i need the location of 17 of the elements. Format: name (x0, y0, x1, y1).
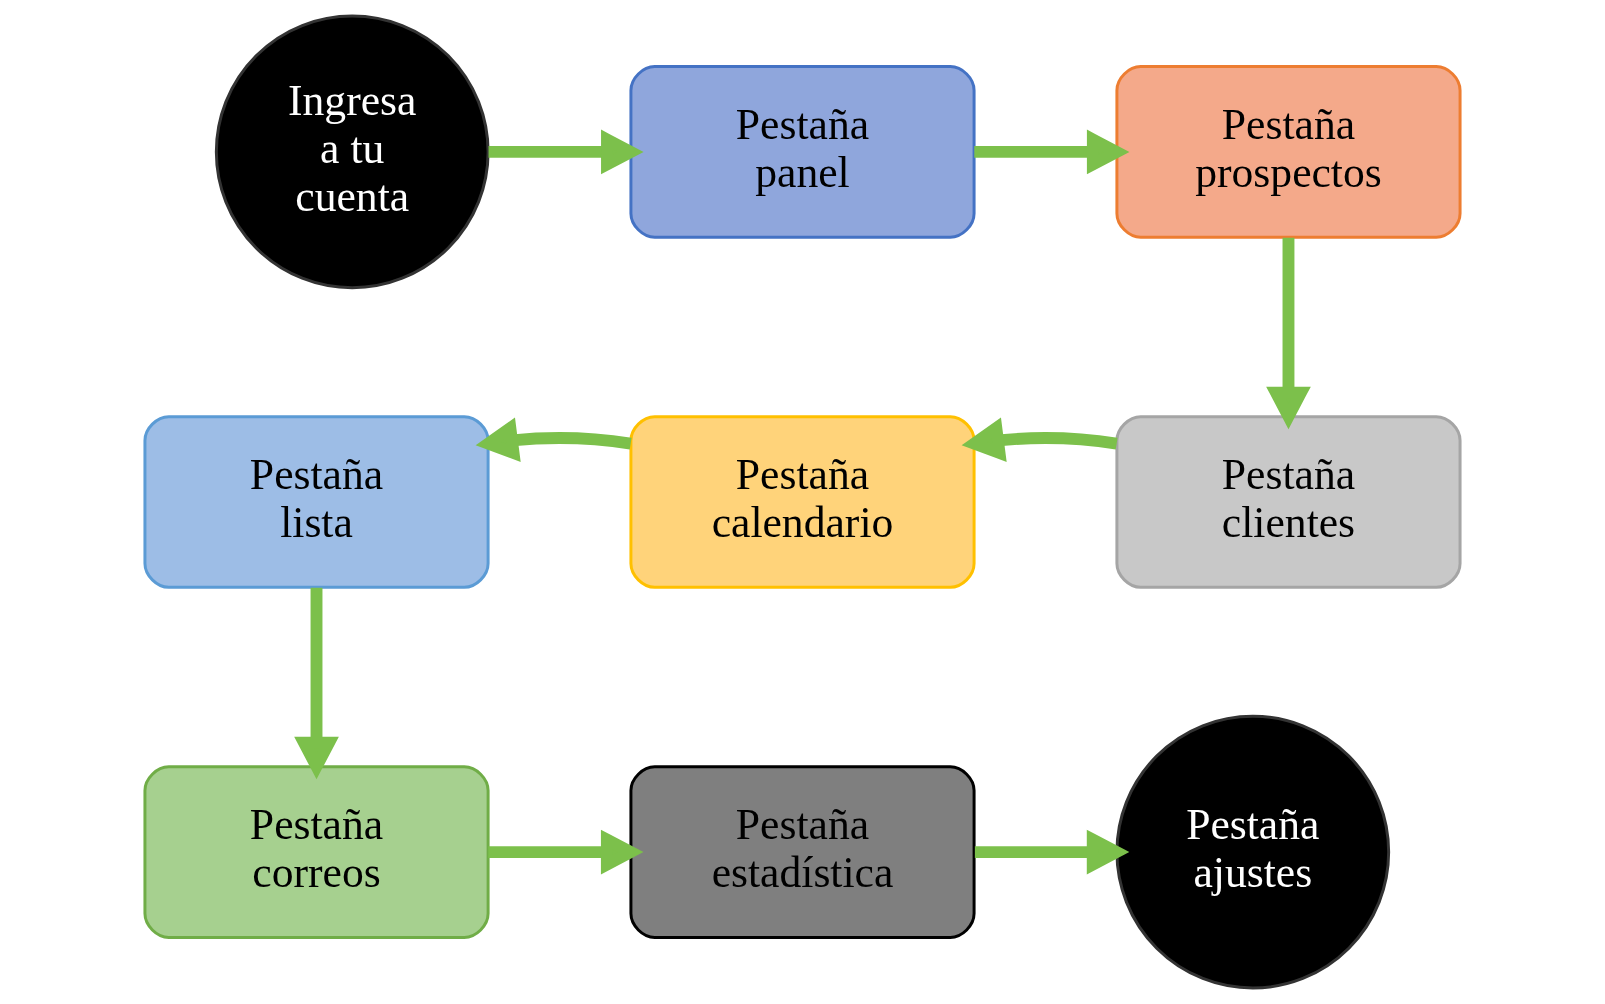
node-box: Pestaña panel (629, 65, 976, 239)
node-box: Pestaña lista (143, 415, 490, 589)
node-box: Pestaña estadística (629, 765, 976, 939)
arrow (294, 587, 339, 780)
node-circle: Ingresa a tu cuenta (214, 14, 490, 290)
node-box: Pestaña prospectos (1115, 65, 1462, 239)
node-box: Pestaña clientes (1115, 415, 1462, 589)
node-circle: Pestaña ajustes (1115, 714, 1391, 990)
arrow (488, 829, 644, 875)
arrow (974, 829, 1130, 875)
node-box: Pestaña calendario (629, 415, 976, 589)
arrow (961, 417, 1118, 462)
arrow (488, 129, 644, 175)
arrow (974, 129, 1130, 175)
node-box: Pestaña correos (143, 765, 490, 939)
arrow (1266, 237, 1311, 430)
arrow (475, 417, 632, 462)
